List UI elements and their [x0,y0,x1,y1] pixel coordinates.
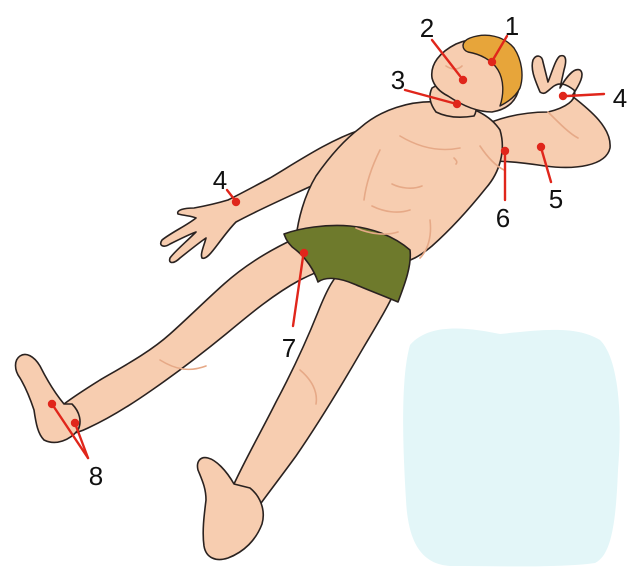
pulse-point-marker-4 [232,198,240,206]
pulse-point-label-2: 2 [420,13,434,43]
pulse-point-label-8: 8 [89,461,103,491]
pulse-point-label-1: 1 [505,11,519,41]
pulse-point-marker-8 [71,419,79,427]
pale-blob [403,329,620,567]
pulse-point-label-6: 6 [496,203,510,233]
pulse-point-marker-5 [537,143,545,151]
pulse-point-marker-8 [48,400,56,408]
pulse-point-marker-1 [488,58,496,66]
pulse-point-label-4: 4 [613,83,627,113]
pulse-point-marker-7 [300,249,308,257]
pulse-point-label-7: 7 [282,333,296,363]
pulse-point-label-4: 4 [213,165,227,195]
leader-line-4 [227,190,234,199]
pulse-point-marker-3 [453,100,461,108]
foot-left [16,354,81,442]
pulse-point-marker-2 [459,76,467,84]
pulse-point-marker-4 [559,92,567,100]
pulse-point-marker-6 [501,147,509,155]
pulse-point-label-3: 3 [391,65,405,95]
pulse-point-label-5: 5 [549,184,563,214]
